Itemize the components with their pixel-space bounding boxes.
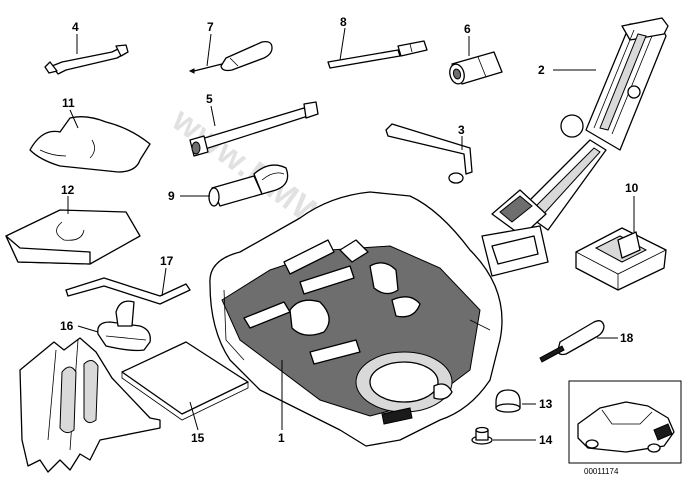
callout-7: 7 — [207, 20, 214, 34]
callout-11: 11 — [62, 96, 75, 110]
callout-17: 17 — [160, 254, 174, 268]
part-tow-eye — [208, 164, 289, 207]
callout-13: 13 — [539, 397, 553, 411]
callout-2: 2 — [538, 63, 545, 77]
callout-10: 10 — [625, 181, 639, 195]
callout-1: 1 — [278, 431, 285, 445]
callout-5: 5 — [206, 92, 213, 106]
callout-5-leader — [210, 105, 216, 127]
callout-9: 9 — [168, 189, 175, 203]
callout-7-leader — [206, 33, 212, 67]
part-cap — [495, 389, 521, 413]
part-wrench — [44, 44, 129, 75]
part-wheel-brace — [189, 101, 319, 157]
callout-15: 15 — [191, 431, 205, 445]
part-crank — [385, 123, 473, 184]
callout-15-leader — [189, 401, 199, 431]
part-strap — [97, 300, 151, 352]
callout-4: 4 — [72, 20, 79, 34]
part-screwdriver — [188, 40, 273, 74]
part-small-screwdriver — [539, 320, 605, 363]
callout-18: 18 — [620, 331, 634, 345]
part-tool-bag — [29, 116, 151, 173]
callout-16: 16 — [60, 319, 74, 333]
callout-6: 6 — [464, 22, 471, 36]
part-bolt — [471, 426, 493, 445]
part-tool-tray — [209, 191, 503, 447]
part-folded-cloth — [5, 209, 141, 265]
callout-8: 8 — [340, 15, 347, 29]
callout-8-leader — [339, 27, 346, 61]
callout-17-leader — [161, 267, 167, 297]
callout-12: 12 — [61, 183, 75, 197]
callout-11-leader — [69, 109, 79, 129]
vehicle-inset — [568, 380, 682, 464]
document-number: 00011174 — [584, 467, 619, 476]
part-car-jack — [481, 17, 669, 277]
callout-3: 3 — [458, 123, 465, 137]
callout-16-leader — [77, 325, 99, 333]
callout-14: 14 — [539, 433, 553, 447]
part-hex-key — [65, 277, 191, 305]
part-first-aid-case — [575, 227, 667, 291]
part-socket — [449, 51, 503, 85]
part-extension-rod — [327, 40, 428, 69]
part-warning-triangle-holder — [19, 337, 249, 473]
